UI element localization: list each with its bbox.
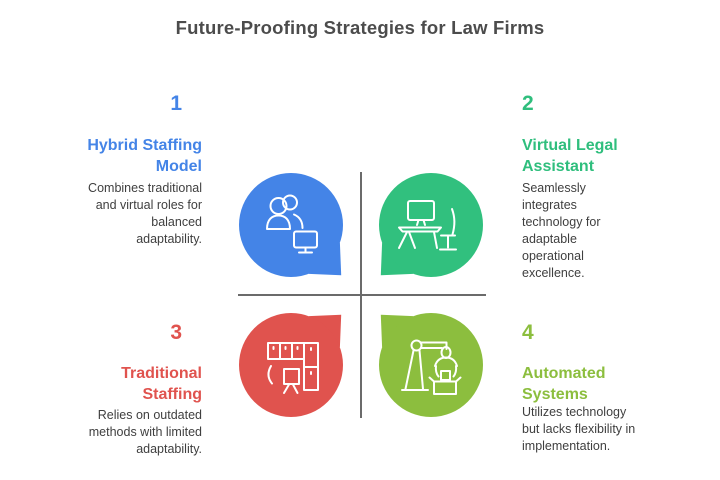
speech-bubble-4 bbox=[379, 313, 483, 417]
page-title: Future-Proofing Strategies for Law Firms bbox=[175, 17, 545, 38]
team-monitor-icon bbox=[266, 194, 318, 254]
quadrant-3-description: Relies on outdated methods with limited … bbox=[88, 408, 202, 456]
quadrant-1-heading: Hybrid Staffing Model bbox=[87, 137, 202, 176]
quadrant-1-number: 1 bbox=[170, 92, 182, 115]
bubble-2-circle bbox=[379, 173, 483, 277]
quadrant-4-number: 4 bbox=[522, 321, 534, 344]
speech-bubble-2 bbox=[379, 173, 483, 277]
bubble-3-circle bbox=[239, 313, 343, 417]
quadrant-4-heading: Automated Systems bbox=[522, 365, 606, 404]
speech-bubble-1 bbox=[239, 173, 343, 277]
speech-bubble-3 bbox=[239, 313, 343, 417]
quadrant-3-heading: Traditional Staffing bbox=[121, 365, 202, 404]
quadrant-2-heading: Virtual Legal Assistant bbox=[522, 137, 618, 176]
quadrant-2-description: Seamlessly integrates technology for ada… bbox=[522, 181, 601, 280]
quadrant-3-number: 3 bbox=[170, 321, 182, 344]
bubble-4-circle bbox=[379, 313, 483, 417]
quadrant-1-description: Combines traditional and virtual roles f… bbox=[88, 181, 202, 246]
office-cubicle-icon bbox=[267, 342, 319, 394]
quadrant-4-description: Utilizes technology but lacks flexibilit… bbox=[522, 405, 636, 453]
bubble-1-circle bbox=[239, 173, 343, 277]
quadrant-2-number: 2 bbox=[522, 92, 534, 115]
desk-monitor-chair-icon bbox=[398, 200, 457, 251]
robotic-arm-icon bbox=[401, 339, 462, 395]
